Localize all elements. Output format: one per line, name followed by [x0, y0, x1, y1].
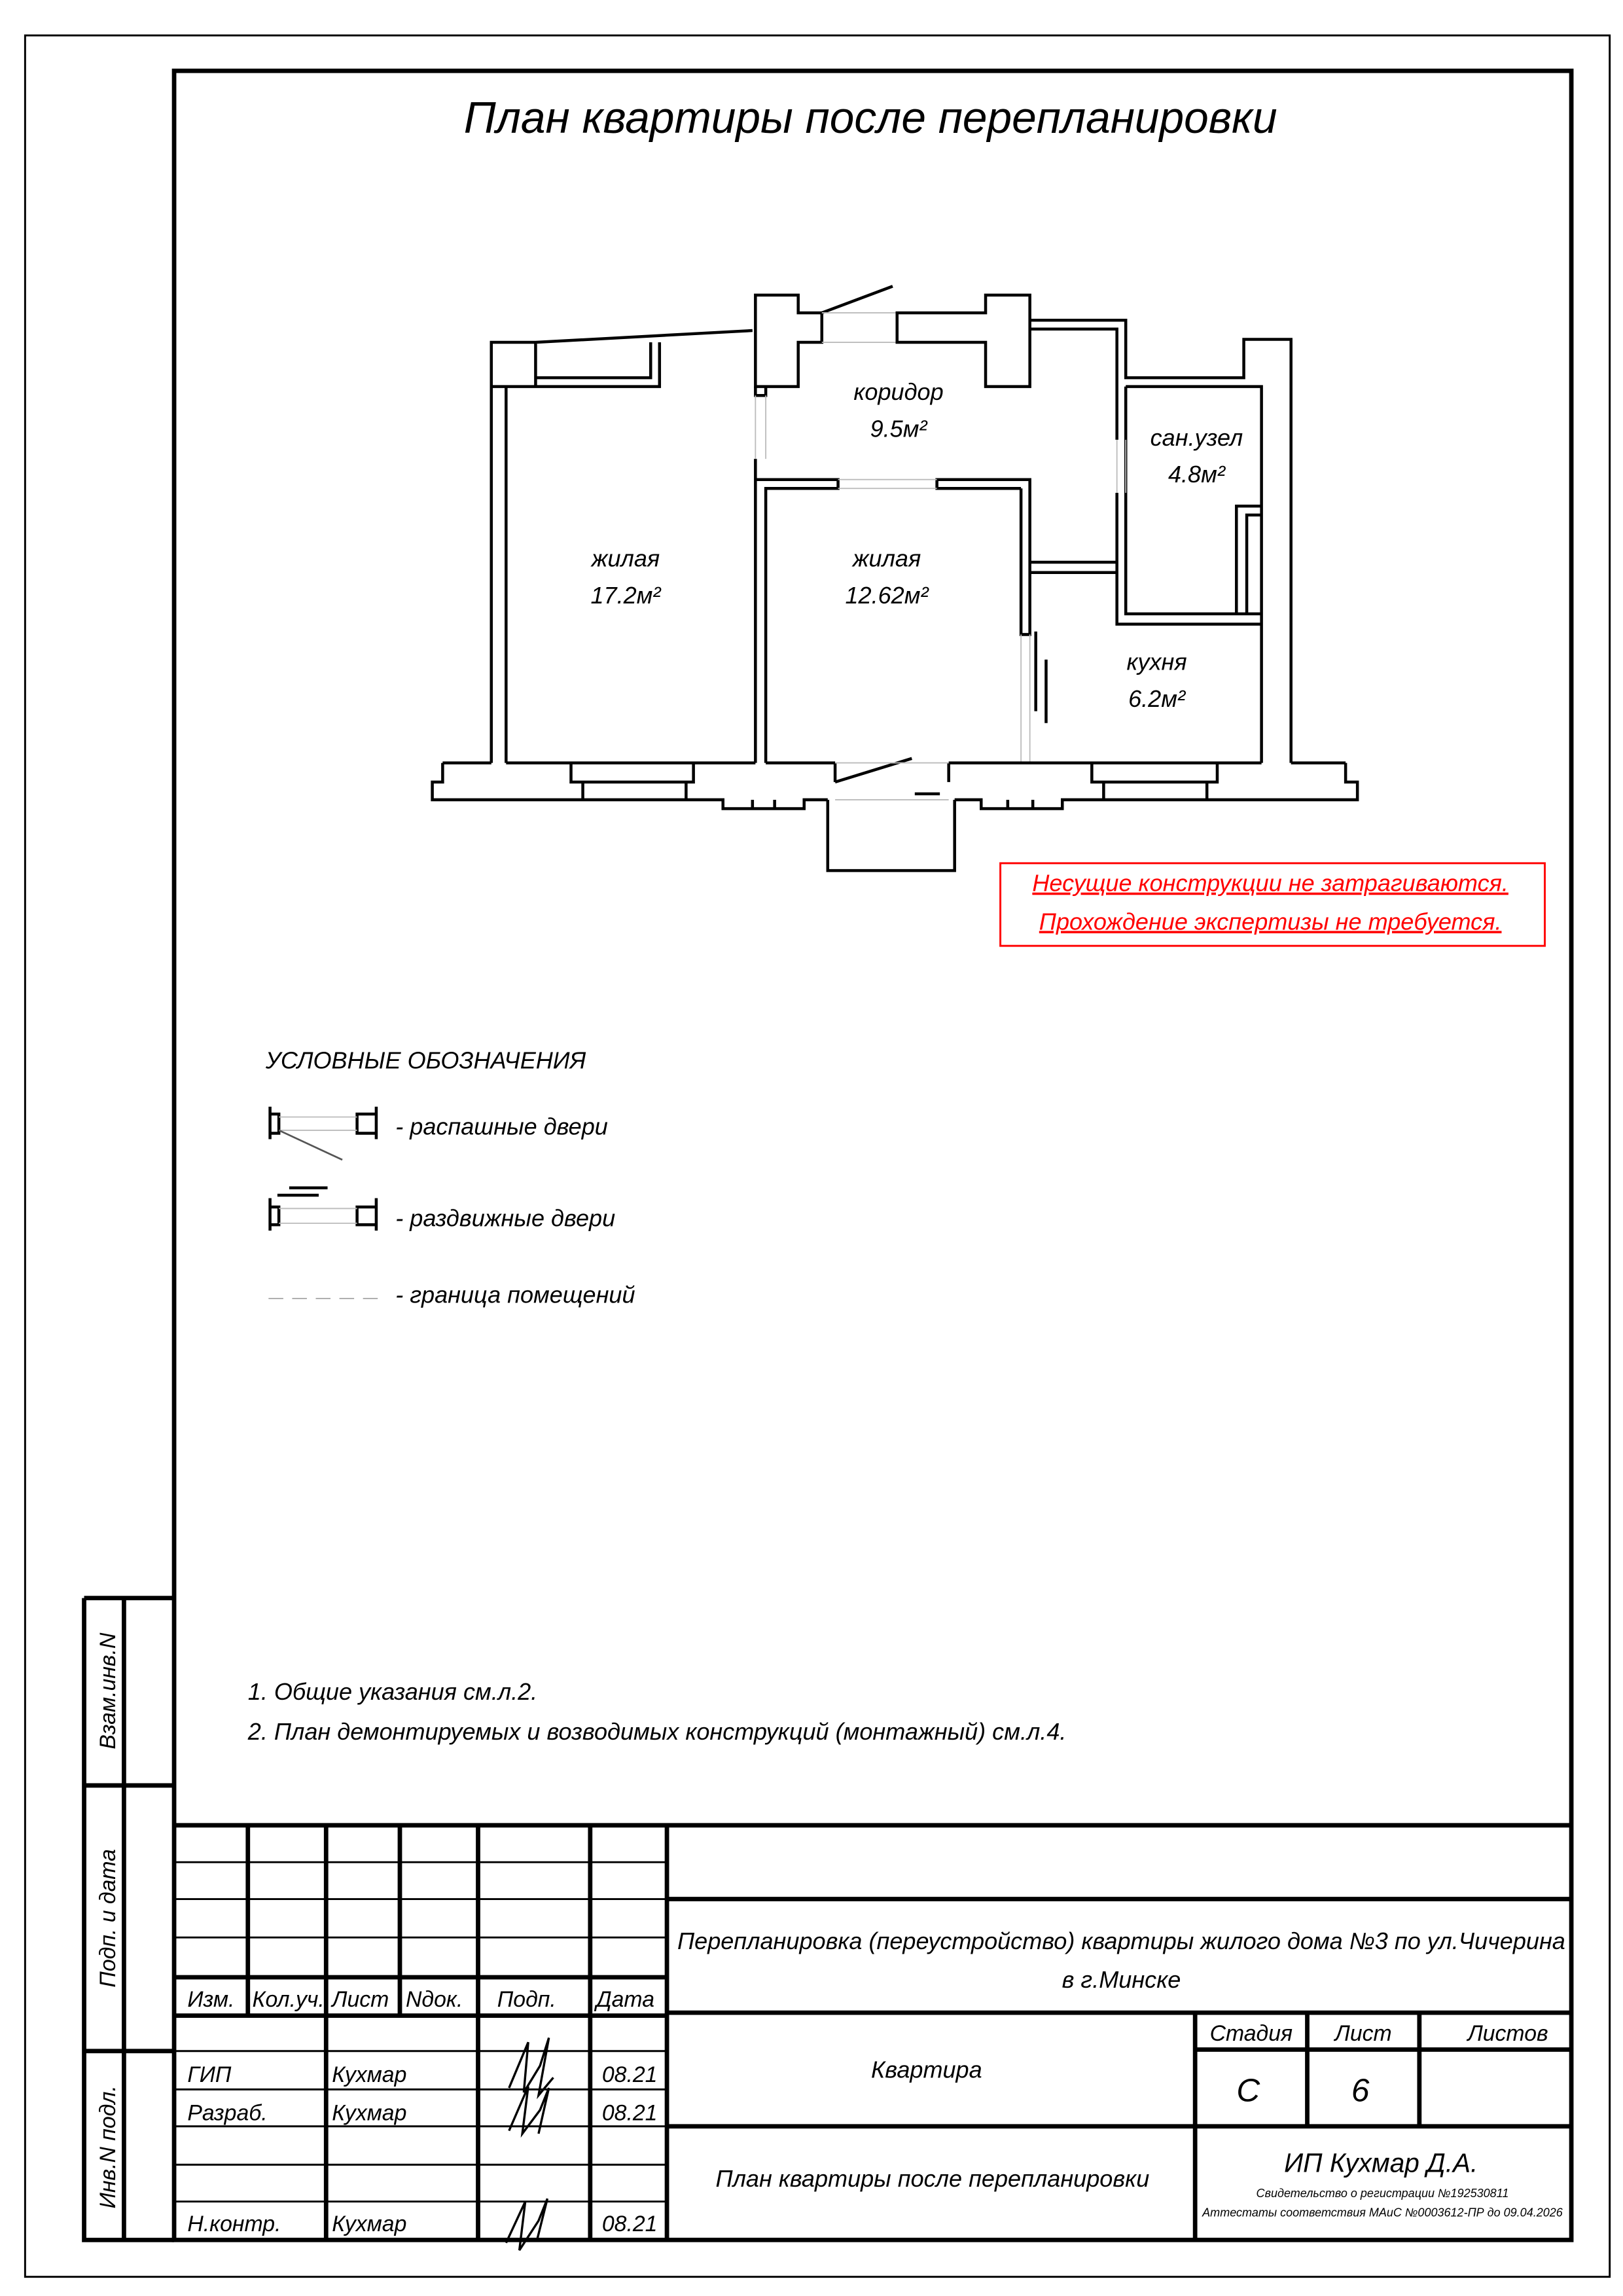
- signer-role: ГИП: [187, 2062, 232, 2087]
- room-area: 17.2м²: [590, 582, 662, 609]
- signer-name: Кухмар: [332, 2101, 406, 2126]
- legend-title: УСЛОВНЫЕ ОБОЗНАЧЕНИЯ: [265, 1047, 586, 1073]
- column-header: Лист: [330, 1987, 389, 2012]
- signer-name: Кухмар: [332, 2062, 406, 2087]
- company-attestation: Аттестаты соответствия МАиС №0003612-ПР …: [1202, 2206, 1563, 2219]
- stage-value: С: [1236, 2072, 1260, 2108]
- legend-item: - раздвижные двери: [395, 1204, 615, 1231]
- sheet-label: Лист: [1334, 2021, 1392, 2046]
- column-header: Изм.: [187, 1987, 234, 2012]
- column-header: Дата: [594, 1987, 654, 2012]
- signer-role: Разраб.: [187, 2101, 267, 2126]
- sliding-door-symbol-icon: [268, 1186, 378, 1231]
- sheet-name: План квартиры после перепланировки: [715, 2165, 1149, 2192]
- page-title: План квартиры после перепланировки: [464, 94, 1277, 143]
- room-area: 6.2м²: [1128, 685, 1186, 712]
- room-name: кухня: [1126, 649, 1186, 675]
- side-label: Инв.N подл.: [96, 2085, 120, 2208]
- sign-date: 08.21: [602, 2212, 658, 2236]
- room-area: 4.8м²: [1168, 461, 1226, 488]
- title-block-grid: [174, 1823, 1572, 2240]
- stage-label: Стадия: [1210, 2021, 1293, 2046]
- room-name: сан.узел: [1150, 424, 1243, 451]
- signer-role: Н.контр.: [187, 2212, 281, 2236]
- signer-name: Кухмар: [332, 2212, 406, 2236]
- floor-plan: [431, 285, 1359, 872]
- entrance-door-swing: [821, 285, 893, 315]
- room-area: 12.62м²: [845, 582, 929, 609]
- swing-door-symbol-icon: [268, 1106, 378, 1161]
- sign-date: 08.21: [602, 2101, 658, 2126]
- note: 2. План демонтируемых и возводимых конст…: [247, 1718, 1067, 1745]
- room-area: 9.5м²: [870, 415, 929, 442]
- sign-date: 08.21: [602, 2062, 658, 2087]
- column-header: Подп.: [497, 1987, 556, 2012]
- notice-line: Несущие конструкции не затрагиваются.: [1032, 870, 1508, 897]
- notice-line: Прохождение экспертизы не требуется.: [1039, 908, 1502, 935]
- sheets-label: Листов: [1467, 2021, 1548, 2046]
- notice-box: [999, 862, 1546, 947]
- room-name: коридор: [853, 378, 943, 405]
- room-name: жилая: [851, 545, 921, 572]
- side-strip: [82, 1596, 175, 2242]
- outer-border: [24, 34, 1611, 2278]
- side-label: Взам.инв.N: [96, 1632, 120, 1749]
- legend-item: - граница помещений: [395, 1282, 635, 1308]
- column-header: Nдок.: [406, 1987, 463, 2012]
- drawing-frame: [171, 68, 1574, 2242]
- sheet-number: 6: [1351, 2072, 1370, 2108]
- note: 1. Общие указания см.л.2.: [248, 1678, 537, 1705]
- project-location: в г.Минске: [1062, 1966, 1181, 1993]
- legend-item: - распашные двери: [395, 1113, 608, 1140]
- company-name: ИП Кухмар Д.А.: [1284, 2148, 1478, 2178]
- column-header: Кол.уч.: [253, 1987, 325, 2012]
- signature-icon: [505, 2037, 554, 2251]
- room-name: жилая: [590, 545, 660, 572]
- project-title: Перепланировка (переустройство) квартиры…: [677, 1928, 1565, 1954]
- side-label: Подп. и дата: [96, 1849, 120, 1988]
- object-name: Квартира: [871, 2056, 982, 2083]
- company-cert: Свидетельство о регистрации №192530811: [1257, 2187, 1509, 2200]
